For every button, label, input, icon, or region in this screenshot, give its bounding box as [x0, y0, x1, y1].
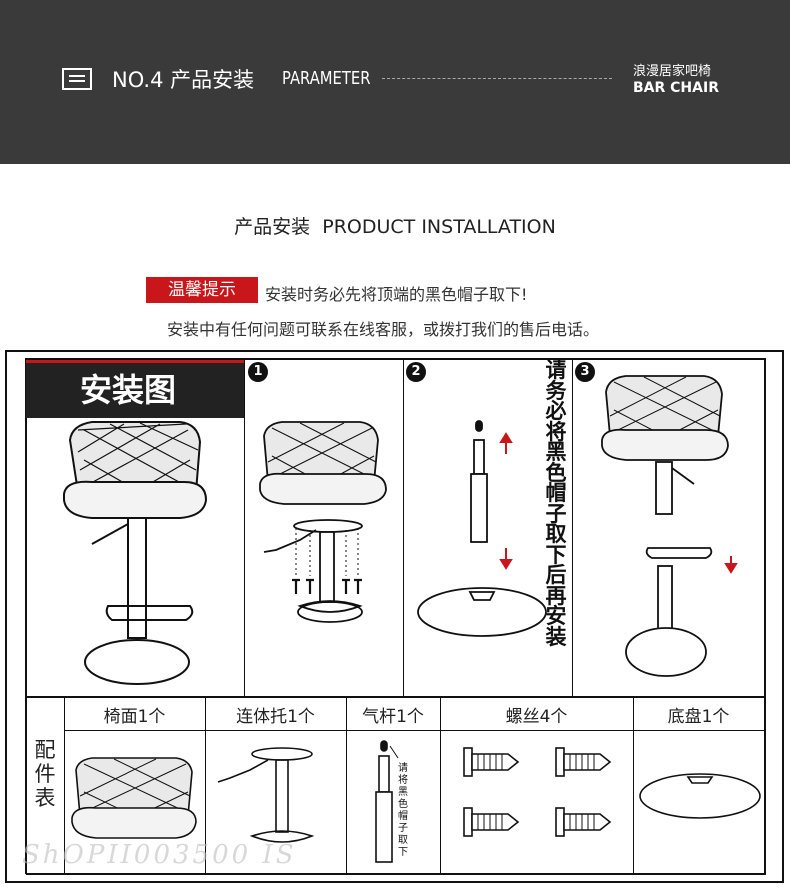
watermark: ShOPII003500 IS	[22, 840, 297, 870]
gas-rod-cap-note: 请将黑色帽子取下	[396, 763, 410, 859]
